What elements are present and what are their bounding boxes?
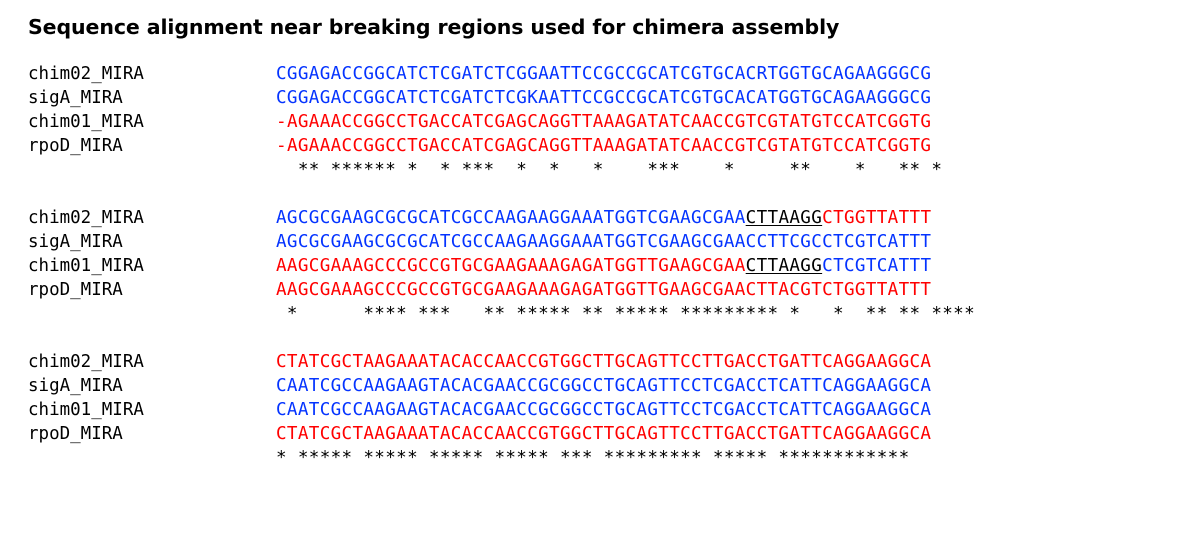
alignment-block: chim02_MIRA AGCGCGAAGCGCGCATCGCCAAGAAGGAA… [28, 208, 1193, 328]
sequence-segment: CTGGTTATTT [822, 208, 932, 228]
sequence-text: -AGAAACCGGCCTGACCATCGAGCAGGTTAAAGATATCAA… [276, 136, 931, 156]
sequence-text: CTATCGCTAAGAAATACACCAACCGTGGCTTGCAGTTCCT… [276, 424, 931, 444]
sequence-label: sigA_MIRA [28, 376, 123, 396]
alignment-row: rpoD_MIRA AAGCGAAAGCCCGCCGTGCGAAGAAAGAGAT… [28, 280, 1193, 304]
sequence-segment: AGCGCGAAGCGCGCATCGCCAAGAAGGAAATGGTCGAAGC… [276, 208, 746, 228]
alignment-panel: chim02_MIRA CGGAGACCGGCATCTCGATCTCGGAATTC… [28, 64, 1193, 496]
conservation-marks: ** ****** * * *** * * * *** * ** * ** * [276, 160, 943, 180]
sequence-label: chim02_MIRA [28, 64, 144, 84]
sequence-text: AAGCGAAAGCCCGCCGTGCGAAGAAAGAGATGGTTGAAGC… [276, 280, 931, 300]
sequence-segment: CGGAGACCGGCATCTCGATCTCGKAATTCCGCCGCATCGT… [276, 88, 932, 108]
alignment-row: chim01_MIRA AAGCGAAAGCCCGCCGTGCGAAGAAAGAG… [28, 256, 1193, 280]
sequence-label: rpoD_MIRA [28, 136, 123, 156]
sequence-label: chim02_MIRA [28, 352, 144, 372]
conservation-marks: * ***** ***** ***** ***** *** ********* … [276, 448, 910, 468]
restriction-site-segment: CTTAAGG [745, 208, 823, 228]
sequence-text: AAGCGAAAGCCCGCCGTGCGAAGAAAGAGATGGTTGAAGC… [276, 256, 931, 276]
conservation-row: * **** *** ** ***** ** ***** ********* *… [28, 304, 1193, 328]
alignment-row: rpoD_MIRA -AGAAACCGGCCTGACCATCGAGCAGGTTAA… [28, 136, 1193, 160]
sequence-segment: CAATCGCCAAGAAGTACACGAACCGCGGCCTGCAGTTCCT… [276, 376, 932, 396]
sequence-text: -AGAAACCGGCCTGACCATCGAGCAGGTTAAAGATATCAA… [276, 112, 931, 132]
alignment-block: chim02_MIRA CGGAGACCGGCATCTCGATCTCGGAATTC… [28, 64, 1193, 184]
alignment-row: sigA_MIRA AGCGCGAAGCGCGCATCGCCAAGAAGGAAAT… [28, 232, 1193, 256]
alignment-row: chim02_MIRA CGGAGACCGGCATCTCGATCTCGGAATTC… [28, 64, 1193, 88]
sequence-label: chim02_MIRA [28, 208, 144, 228]
sequence-segment: CTATCGCTAAGAAATACACCAACCGTGGCTTGCAGTTCCT… [276, 424, 932, 444]
sequence-text: CGGAGACCGGCATCTCGATCTCGKAATTCCGCCGCATCGT… [276, 88, 931, 108]
sequence-text: CAATCGCCAAGAAGTACACGAACCGCGGCCTGCAGTTCCT… [276, 400, 931, 420]
sequence-label: sigA_MIRA [28, 88, 123, 108]
sequence-segment: CTCGTCATTT [822, 256, 932, 276]
alignment-row: sigA_MIRA CGGAGACCGGCATCTCGATCTCGKAATTCCG… [28, 88, 1193, 112]
alignment-row: rpoD_MIRA CTATCGCTAAGAAATACACCAACCGTGGCTT… [28, 424, 1193, 448]
sequence-text: CGGAGACCGGCATCTCGATCTCGGAATTCCGCCGCATCGT… [276, 64, 931, 84]
sequence-text: AGCGCGAAGCGCGCATCGCCAAGAAGGAAATGGTCGAAGC… [276, 208, 931, 228]
sequence-segment: AGCGCGAAGCGCGCATCGCCAAGAAGGAAATGGTCGAAGC… [276, 232, 932, 252]
sequence-label: sigA_MIRA [28, 232, 123, 252]
conservation-marks: * **** *** ** ***** ** ***** ********* *… [276, 304, 976, 324]
sequence-text: AGCGCGAAGCGCGCATCGCCAAGAAGGAAATGGTCGAAGC… [276, 232, 931, 252]
sequence-segment: CAATCGCCAAGAAGTACACGAACCGCGGCCTGCAGTTCCT… [276, 400, 932, 420]
sequence-segment: AGAAACCGGCCTGACCATCGAGCAGGTTAAAGATATCAAC… [286, 112, 932, 132]
alignment-row: chim02_MIRA CTATCGCTAAGAAATACACCAACCGTGGC… [28, 352, 1193, 376]
conservation-row: * ***** ***** ***** ***** *** ********* … [28, 448, 1193, 472]
sequence-label: chim01_MIRA [28, 112, 144, 132]
page-title: Sequence alignment near breaking regions… [28, 15, 840, 39]
sequence-text: CAATCGCCAAGAAGTACACGAACCGCGGCCTGCAGTTCCT… [276, 376, 931, 396]
sequence-label: rpoD_MIRA [28, 424, 123, 444]
restriction-site-segment: CTTAAGG [745, 256, 823, 276]
sequence-segment: CTATCGCTAAGAAATACACCAACCGTGGCTTGCAGTTCCT… [276, 352, 932, 372]
sequence-text: CTATCGCTAAGAAATACACCAACCGTGGCTTGCAGTTCCT… [276, 352, 931, 372]
alignment-row: chim01_MIRA CAATCGCCAAGAAGTACACGAACCGCGGC… [28, 400, 1193, 424]
sequence-segment: AAGCGAAAGCCCGCCGTGCGAAGAAAGAGATGGTTGAAGC… [276, 256, 746, 276]
sequence-segment: AAGCGAAAGCCCGCCGTGCGAAGAAAGAGATGGTTGAAGC… [276, 280, 932, 300]
sequence-segment: CGGAGACCGGCATCTCGATCTCGGAATTCCGCCGCATCGT… [276, 64, 932, 84]
alignment-row: chim01_MIRA -AGAAACCGGCCTGACCATCGAGCAGGTT… [28, 112, 1193, 136]
sequence-label: rpoD_MIRA [28, 280, 123, 300]
sequence-segment: AGAAACCGGCCTGACCATCGAGCAGGTTAAAGATATCAAC… [286, 136, 932, 156]
alignment-row: chim02_MIRA AGCGCGAAGCGCGCATCGCCAAGAAGGAA… [28, 208, 1193, 232]
sequence-label: chim01_MIRA [28, 256, 144, 276]
conservation-row: ** ****** * * *** * * * *** * ** * ** * [28, 160, 1193, 184]
sequence-segment: - [276, 136, 287, 156]
alignment-row: sigA_MIRA CAATCGCCAAGAAGTACACGAACCGCGGCCT… [28, 376, 1193, 400]
sequence-label: chim01_MIRA [28, 400, 144, 420]
sequence-segment: - [276, 112, 287, 132]
alignment-block: chim02_MIRA CTATCGCTAAGAAATACACCAACCGTGGC… [28, 352, 1193, 472]
